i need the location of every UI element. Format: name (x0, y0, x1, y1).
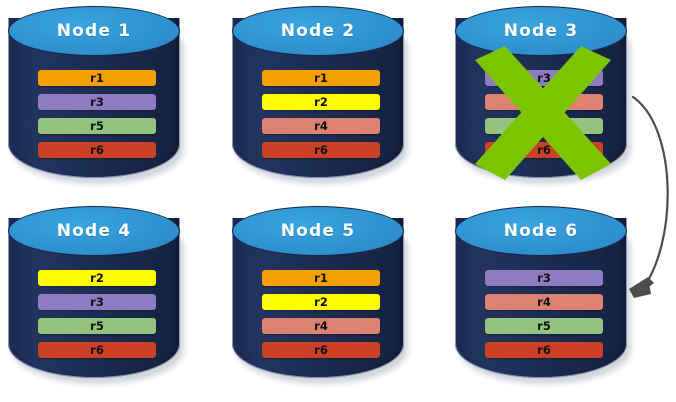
record-bar[interactable]: r1 (262, 70, 380, 86)
record-bar[interactable]: r4 (262, 118, 380, 134)
node-card-node-3[interactable]: Node 3 r3 r4 r5 r6 (453, 6, 635, 184)
cylinder-top-ellipse (8, 6, 180, 56)
record-list: r3 r4 r5 r6 (453, 64, 629, 164)
record-bar[interactable]: r5 (485, 118, 603, 134)
record-bar[interactable]: r6 (485, 342, 603, 358)
node-card-node-1[interactable]: Node 1 r1 r3 r5 r6 (6, 6, 188, 184)
node-title: Node 6 (503, 221, 579, 241)
record-bar[interactable]: r1 (262, 270, 380, 286)
record-list: r1 r3 r5 r6 (6, 64, 182, 164)
record-bar[interactable]: r3 (485, 70, 603, 86)
record-bar[interactable]: r6 (262, 342, 380, 358)
cylinder-top-ellipse (8, 206, 180, 256)
record-bar[interactable]: r3 (38, 294, 156, 310)
record-bar[interactable]: r5 (485, 318, 603, 334)
cylinder-top-ellipse (232, 6, 404, 56)
record-bar[interactable]: r4 (485, 294, 603, 310)
node-card-node-6[interactable]: Node 6 r3 r4 r5 r6 (453, 206, 635, 384)
node-title: Node 5 (280, 221, 356, 241)
node-card-node-5[interactable]: Node 5 r1 r2 r4 r6 (230, 206, 412, 384)
node-title: Node 3 (503, 21, 579, 41)
node-card-node-4[interactable]: Node 4 r2 r3 r5 r6 (6, 206, 188, 384)
node-title: Node 1 (56, 21, 132, 41)
record-bar[interactable]: r2 (262, 294, 380, 310)
record-list: r2 r3 r5 r6 (6, 264, 182, 364)
record-bar[interactable]: r6 (38, 142, 156, 158)
record-bar[interactable]: r2 (262, 94, 380, 110)
record-list: r1 r2 r4 r6 (230, 64, 406, 164)
record-bar[interactable]: r4 (262, 318, 380, 334)
record-bar[interactable]: r2 (38, 270, 156, 286)
cylinder-top-ellipse (455, 206, 627, 256)
record-bar[interactable]: r6 (38, 342, 156, 358)
node-title: Node 4 (56, 221, 132, 241)
record-list: r3 r4 r5 r6 (453, 264, 629, 364)
record-list: r1 r2 r4 r6 (230, 264, 406, 364)
record-bar[interactable]: r1 (38, 70, 156, 86)
record-bar[interactable]: r3 (485, 270, 603, 286)
record-bar[interactable]: r5 (38, 318, 156, 334)
record-bar[interactable]: r3 (38, 94, 156, 110)
record-bar[interactable]: r6 (262, 142, 380, 158)
record-bar[interactable]: r5 (38, 118, 156, 134)
cylinder-top-ellipse (232, 206, 404, 256)
record-bar[interactable]: r4 (485, 94, 603, 110)
node-card-node-2[interactable]: Node 2 r1 r2 r4 r6 (230, 6, 412, 184)
node-title: Node 2 (280, 21, 356, 41)
record-bar[interactable]: r6 (485, 142, 603, 158)
